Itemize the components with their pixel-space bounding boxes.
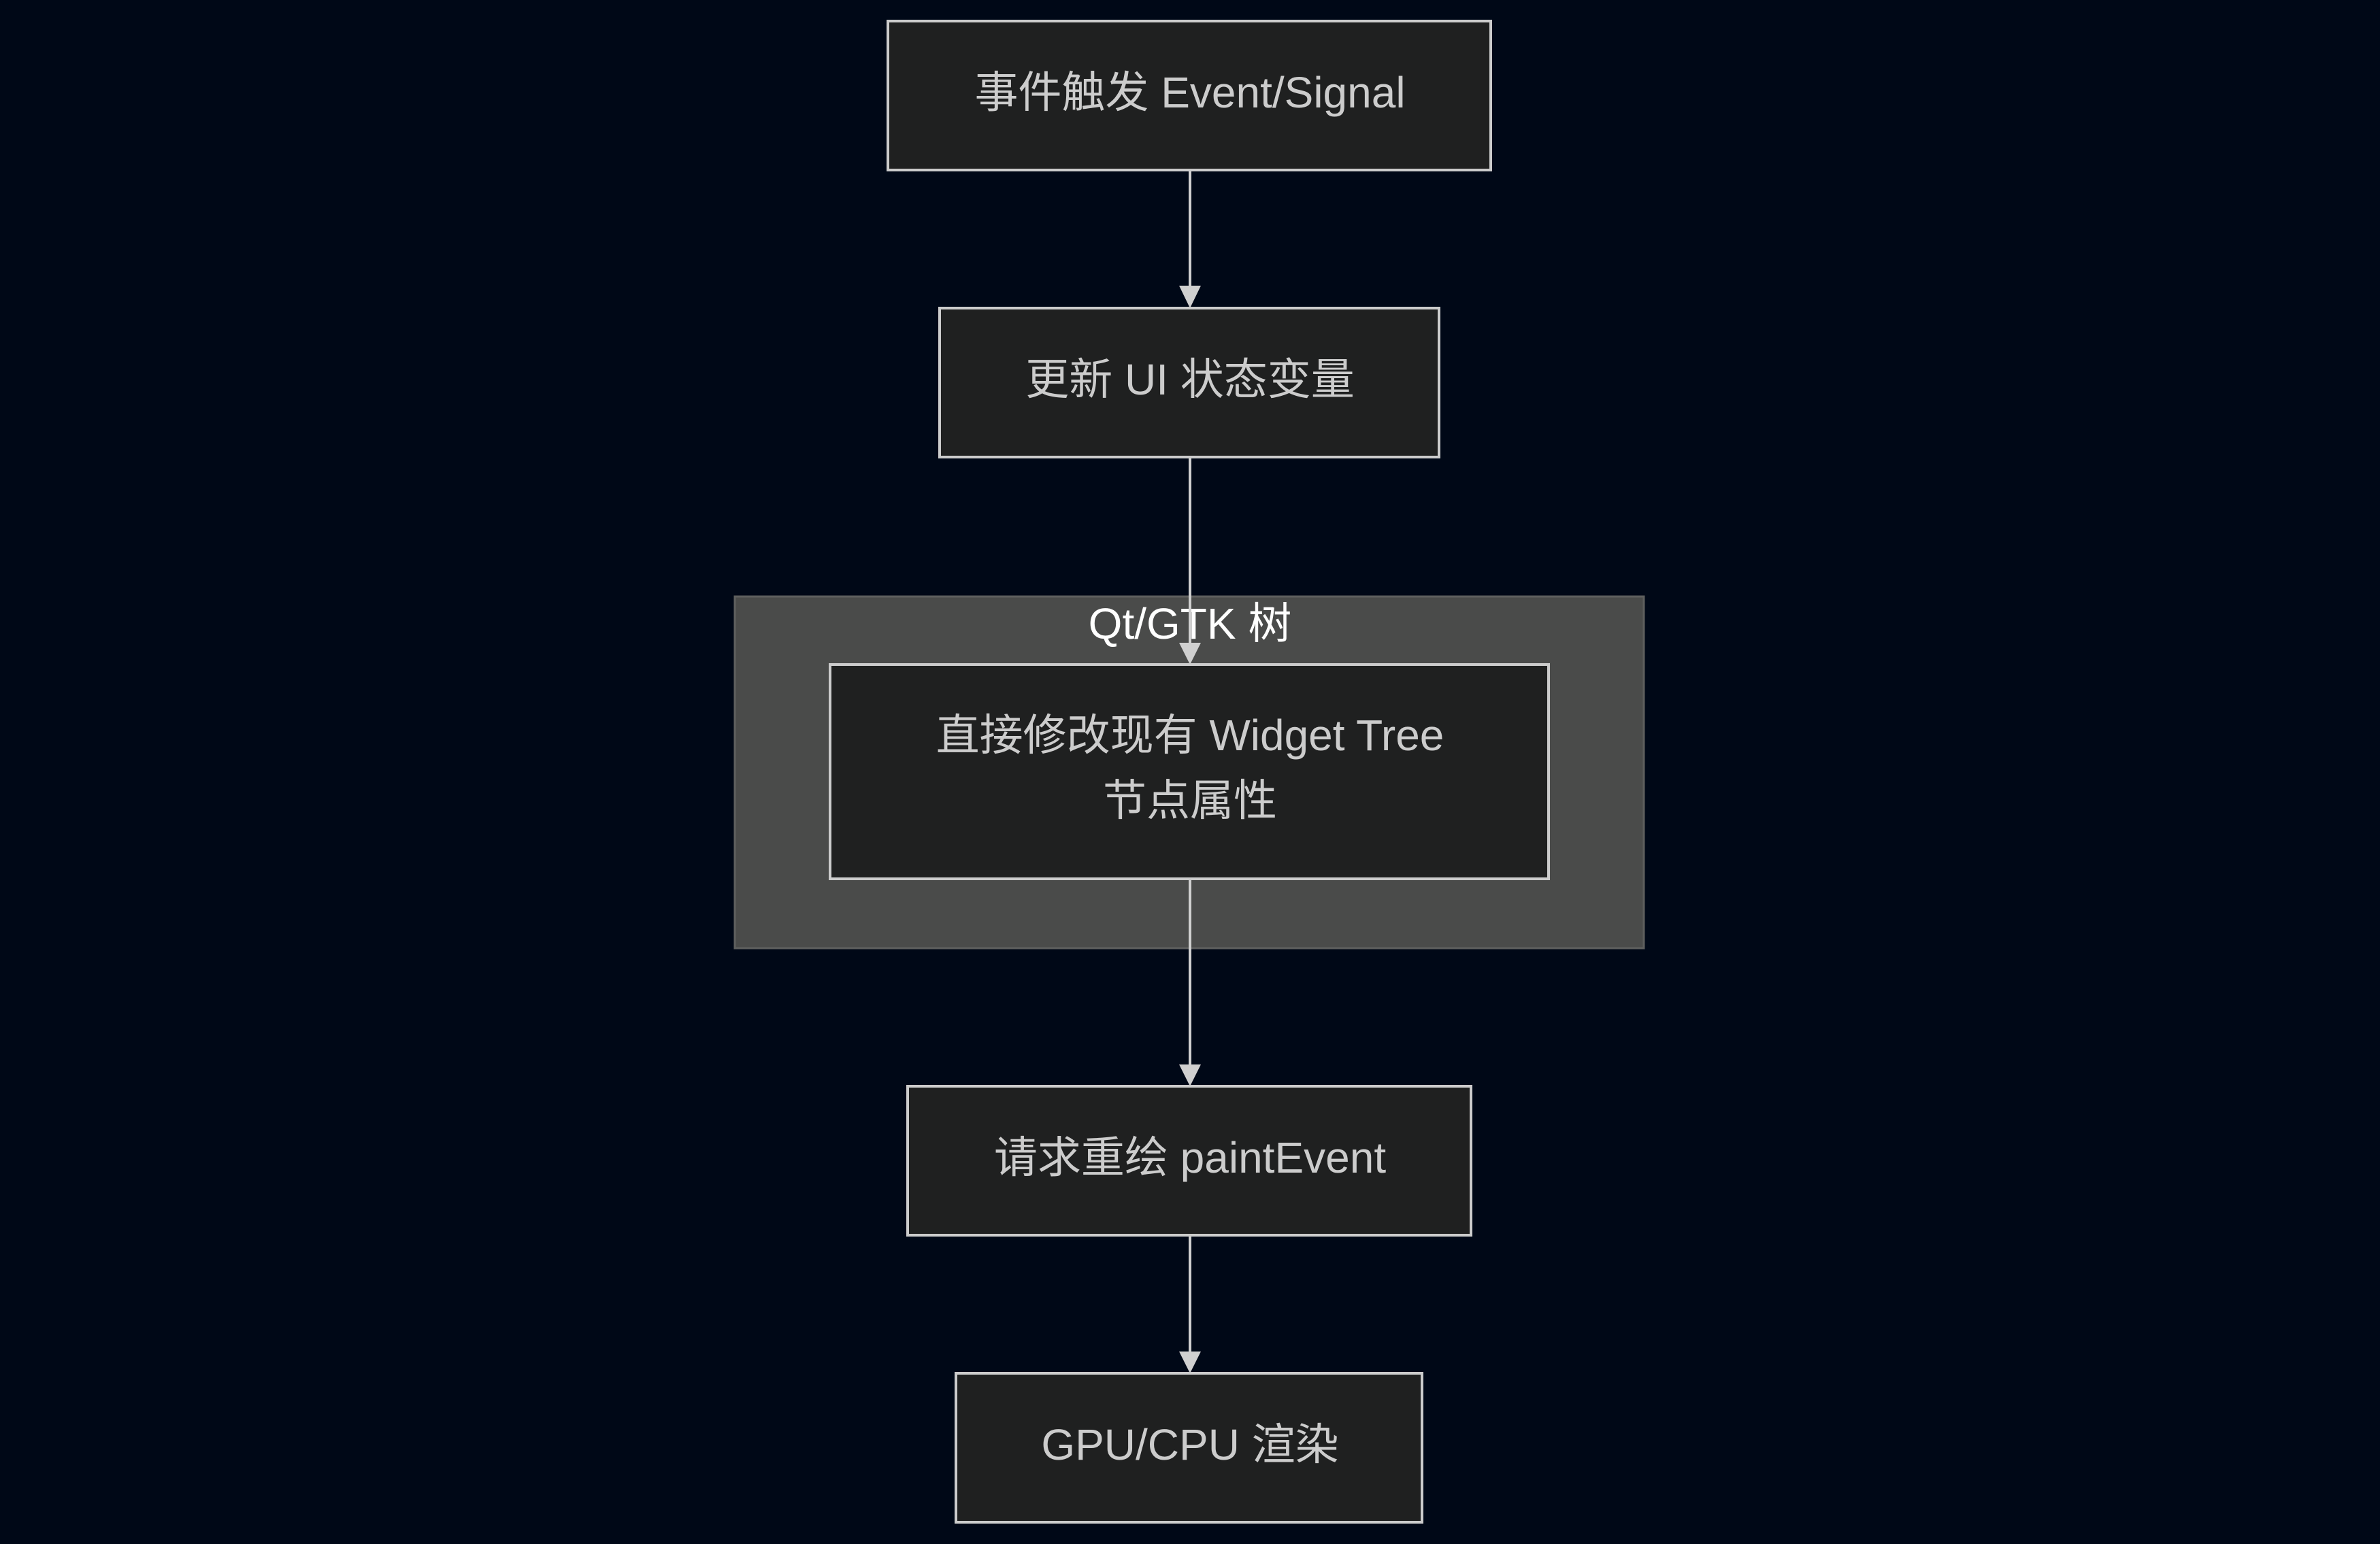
arrowhead-icon [1179, 643, 1201, 665]
arrowhead-icon [1179, 1064, 1201, 1086]
edges [1179, 170, 1201, 1373]
arrowhead-icon [1179, 286, 1201, 308]
node-repaint[interactable]: 请求重绘 paintEvent [906, 1085, 1472, 1237]
node-update[interactable]: 更新 UI 状态变量 [938, 307, 1440, 458]
node-modify-label-line1: 直接修改现有 Widget Tree [936, 711, 1444, 760]
node-render[interactable]: GPU/CPU 渲染 [955, 1372, 1423, 1524]
node-event[interactable]: 事件触发 Event/Signal [887, 20, 1492, 171]
arrowhead-icon [1179, 1352, 1201, 1373]
node-event-label: 事件触发 Event/Signal [974, 68, 1405, 117]
node-repaint-label: 请求重绘 paintEvent [994, 1133, 1386, 1182]
node-render-label: GPU/CPU 渲染 [1041, 1420, 1338, 1469]
node-modify-widget-tree[interactable]: 直接修改现有 Widget Tree 节点属性 [829, 663, 1550, 880]
node-update-label: 更新 UI 状态变量 [1025, 355, 1355, 404]
node-modify-label-line2: 节点属性 [1103, 776, 1277, 825]
